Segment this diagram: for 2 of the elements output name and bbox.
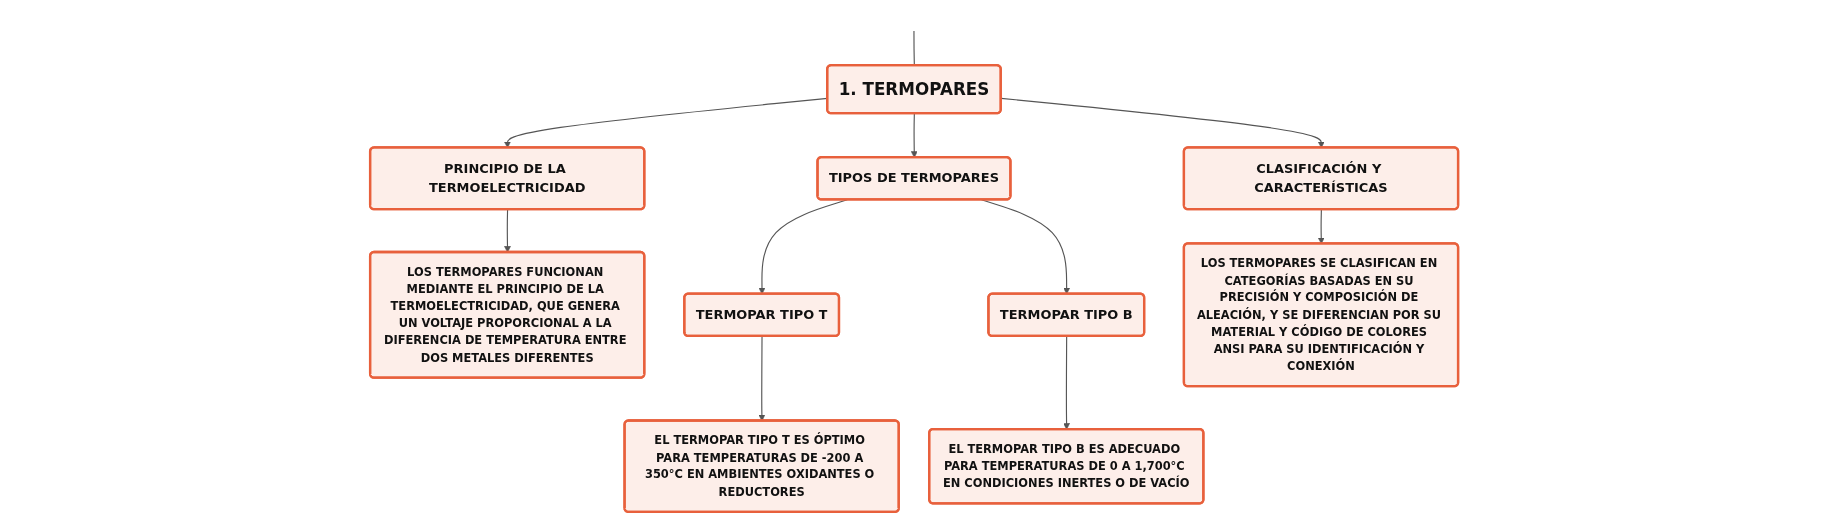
arrow [910, 113, 918, 158]
arrow [1063, 335, 1070, 430]
